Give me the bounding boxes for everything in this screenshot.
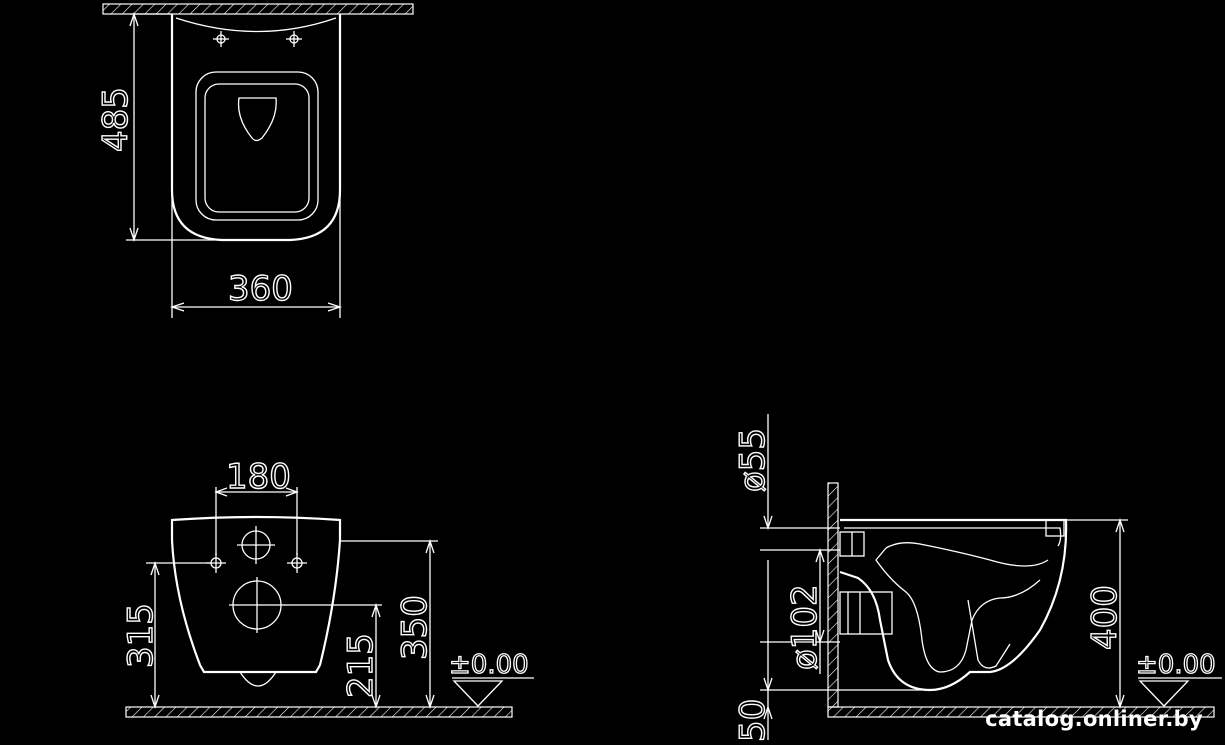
front-body-outline bbox=[170, 515, 342, 674]
top-bowl-opening bbox=[237, 97, 277, 142]
front-view: 180 315 215 350 ±0.00 bbox=[120, 456, 534, 718]
side-floor-hatch bbox=[827, 706, 1215, 718]
front-floor-hatch bbox=[125, 706, 513, 718]
dim-front-outlet-height: 215 bbox=[341, 633, 381, 698]
level-front-floor: ±0.00 bbox=[449, 650, 529, 680]
top-seat-outer bbox=[195, 71, 319, 221]
top-bowl-outline bbox=[170, 14, 342, 242]
dim-side-inlet-dia: ø55 bbox=[733, 428, 773, 492]
dim-side-outlet-dia: ø102 bbox=[785, 584, 825, 670]
side-trap-inner bbox=[875, 542, 1049, 673]
top-view: 485 360 bbox=[95, 3, 414, 318]
dim-front-total-height: 350 bbox=[395, 595, 435, 660]
side-bowl-outline bbox=[839, 518, 1068, 692]
watermark: catalog.onliner.by bbox=[985, 707, 1203, 731]
front-bolt-right bbox=[287, 553, 307, 573]
front-level-marker: ±0.00 bbox=[448, 649, 534, 707]
dim-front-bolt-spacing: 180 bbox=[226, 457, 291, 497]
dim-top-depth: 485 bbox=[96, 87, 136, 152]
side-level-marker: ±0.00 bbox=[1135, 649, 1222, 707]
side-wall-hatch bbox=[827, 482, 839, 708]
side-outlet-pipe bbox=[839, 591, 893, 635]
top-hinge-bolt-right bbox=[286, 31, 302, 47]
level-side-floor: ±0.00 bbox=[1136, 650, 1216, 680]
front-inlet-marker bbox=[237, 526, 275, 564]
dim-side-bottom-offset: 50 bbox=[733, 699, 773, 742]
top-hinge-bolt-left bbox=[213, 31, 229, 47]
dim-front-bolt-height: 315 bbox=[121, 603, 161, 668]
top-wall-hatch bbox=[102, 3, 414, 15]
top-seat-inner bbox=[204, 83, 310, 213]
front-outlet-marker bbox=[229, 577, 285, 633]
dim-side-height: 400 bbox=[1085, 585, 1125, 650]
dim-top-width: 360 bbox=[228, 269, 293, 309]
side-view: ø55 ø102 50 400 ±0.00 bbox=[732, 414, 1222, 743]
